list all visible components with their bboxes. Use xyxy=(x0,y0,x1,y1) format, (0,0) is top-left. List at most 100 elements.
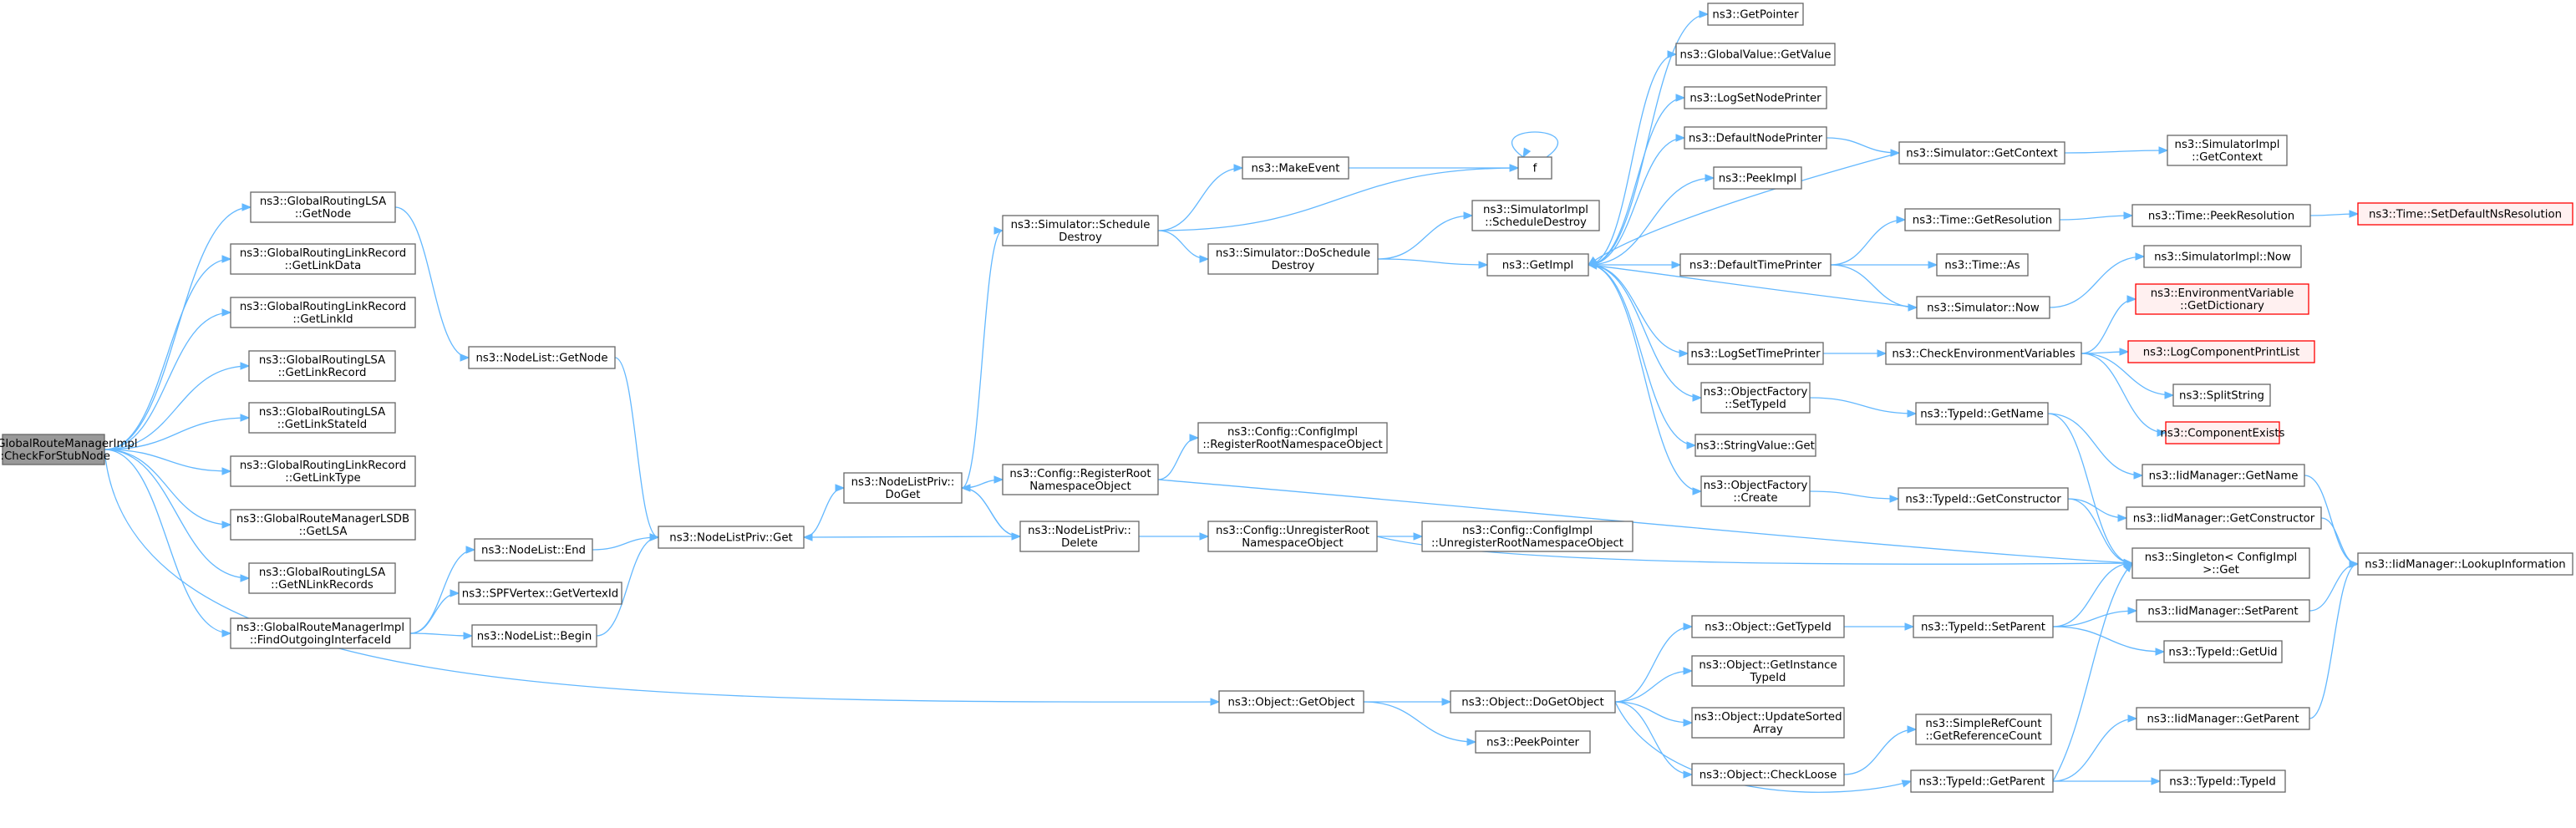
node-lr-getlinkid[interactable]: ns3::GlobalRoutingLinkRecord::GetLinkId xyxy=(230,297,416,328)
node-lr-getlinkdata[interactable]: ns3::GlobalRoutingLinkRecord::GetLinkDat… xyxy=(230,243,416,275)
node-label: Destroy xyxy=(1059,231,1102,244)
node-label: ns3::IidManager::LookupInformation xyxy=(2365,559,2565,571)
node-label: ns3::Simulator::DoSchedule xyxy=(1216,247,1370,260)
node-iid-getname[interactable]: ns3::IidManager::GetName xyxy=(2142,464,2305,487)
node-sim-scheduledestroy[interactable]: ns3::Simulator::ScheduleDestroy xyxy=(1002,215,1159,246)
node-envvar-getdict[interactable]: ns3::EnvironmentVariable::GetDictionary xyxy=(2135,283,2309,315)
node-label: ::GetContext xyxy=(2192,151,2263,164)
node-typeid-getname[interactable]: ns3::TypeId::GetName xyxy=(1915,402,2049,425)
node-lr-getlinktype[interactable]: ns3::GlobalRoutingLinkRecord::GetLinkTyp… xyxy=(230,455,416,487)
node-checkenv[interactable]: ns3::CheckEnvironmentVariables xyxy=(1885,342,2082,365)
node-iid-getconstructor[interactable]: ns3::IidManager::GetConstructor xyxy=(2126,506,2322,530)
node-iid-lookupinfo[interactable]: ns3::IidManager::LookupInformation xyxy=(2357,552,2573,576)
node-getpointer[interactable]: ns3::GetPointer xyxy=(1707,3,1804,26)
call-edge-nodelist_begin-to-nlp_get xyxy=(596,533,660,637)
call-edge-findoutgoing-to-nodelist_begin xyxy=(409,632,474,640)
call-edge-nlp_get-to-nlp_doget xyxy=(803,484,846,538)
call-edge-object_checkloose-to-simplerefcount xyxy=(1843,725,1918,775)
node-f[interactable]: f xyxy=(1517,156,1552,180)
node-label: ns3::GlobalRouteManagerImpl xyxy=(236,622,404,634)
node-nlp-get[interactable]: ns3::NodeListPriv::Get xyxy=(658,526,805,549)
node-label: TypeId xyxy=(1750,672,1786,684)
call-edge-f-to-f xyxy=(1511,131,1559,159)
node-lsa-getlinkstateid[interactable]: ns3::GlobalRoutingLSA::GetLinkStateId xyxy=(248,402,396,434)
node-sim-now[interactable]: ns3::Simulator::Now xyxy=(1916,296,2050,319)
node-cfg-registerroot[interactable]: ns3::Config::RegisterRootNamespaceObject xyxy=(1002,464,1159,495)
node-root[interactable]: ns3::GlobalRouteManagerImpl::CheckForStu… xyxy=(0,434,138,465)
node-object-checkloose[interactable]: ns3::Object::CheckLoose xyxy=(1691,763,1845,786)
node-of-create[interactable]: ns3::ObjectFactory::Create xyxy=(1700,475,1811,507)
node-makeevent[interactable]: ns3::MakeEvent xyxy=(1242,156,1349,180)
node-typeid-getparent[interactable]: ns3::TypeId::GetParent xyxy=(1910,770,2054,793)
node-of-settypeid[interactable]: ns3::ObjectFactory::SetTypeId xyxy=(1700,382,1811,414)
node-label: ns3::SimulatorImpl xyxy=(2175,139,2280,151)
node-iid-getparent[interactable]: ns3::IidManager::GetParent xyxy=(2136,707,2310,730)
node-spf-getvertexid[interactable]: ns3::SPFVertex::GetVertexId xyxy=(458,582,622,605)
node-lsa-getnlinkrecords[interactable]: ns3::GlobalRoutingLSA::GetNLinkRecords xyxy=(248,562,396,594)
node-peekpointer[interactable]: ns3::PeekPointer xyxy=(1475,730,1591,754)
node-stringvalue-get[interactable]: ns3::StringValue::Get xyxy=(1694,434,1816,457)
node-singleton-get[interactable]: ns3::Singleton< ConfigImpl >::Get xyxy=(2131,547,2310,579)
node-label: ns3::GlobalValue::GetValue xyxy=(1680,49,1832,62)
node-nodelist-end[interactable]: ns3::NodeList::End xyxy=(474,538,593,561)
node-getimpl[interactable]: ns3::GetImpl xyxy=(1486,253,1589,277)
node-simimpl-now[interactable]: ns3::SimulatorImpl::Now xyxy=(2143,245,2302,268)
node-time-peekresolution[interactable]: ns3::Time::PeekResolution xyxy=(2131,204,2311,227)
node-label: ns3::Config::ConfigImpl xyxy=(1462,525,1593,537)
node-logcomponentprintlist[interactable]: ns3::LogComponentPrintList xyxy=(2127,340,2315,363)
call-edge-time_getresolution-to-time_peekresolution xyxy=(2059,211,2134,221)
call-edge-sim_getcontext-to-simimpl_getcontext xyxy=(2064,146,2169,155)
node-peekimpl[interactable]: ns3::PeekImpl xyxy=(1713,166,1802,190)
node-label: ns3::LogComponentPrintList xyxy=(2143,347,2300,359)
node-typeid-getuid[interactable]: ns3::TypeId::GetUid xyxy=(2163,640,2283,663)
node-lsa-getnode[interactable]: ns3::GlobalRoutingLSA::GetNode xyxy=(250,191,396,223)
node-componentexists[interactable]: ns3::ComponentExists xyxy=(2160,421,2285,444)
node-label: ::GetLinkType xyxy=(285,472,360,485)
node-object-getobject[interactable]: ns3::Object::GetObject xyxy=(1218,690,1364,714)
call-edge-getimpl-to-of_settypeid xyxy=(1588,264,1703,402)
node-label: ns3::IidManager::GetName xyxy=(2149,470,2299,483)
node-typeid-typeid[interactable]: ns3::TypeId::TypeId xyxy=(2159,770,2286,793)
node-nlp-delete[interactable]: ns3::NodeListPriv::Delete xyxy=(1019,521,1140,552)
node-splitstring[interactable]: ns3::SplitString xyxy=(2172,384,2271,407)
node-simplerefcount[interactable]: ns3::SimpleRefCount::GetReferenceCount xyxy=(1915,714,2052,745)
node-label: ns3::Simulator::GetContext xyxy=(1906,148,2057,160)
node-label: ns3::SimulatorImpl xyxy=(1483,204,1588,216)
node-logsetnodeprinter[interactable]: ns3::LogSetNodePrinter xyxy=(1684,86,1827,109)
node-label: ns3::Object::GetObject xyxy=(1227,697,1354,709)
node-object-dogetobject[interactable]: ns3::Object::DoGetObject xyxy=(1450,690,1616,714)
node-globalvalue-getvalue[interactable]: ns3::GlobalValue::GetValue xyxy=(1675,43,1836,66)
node-label: ns3::NodeListPriv::Get xyxy=(669,532,792,545)
node-label: ns3::Time::PeekResolution xyxy=(2148,211,2294,223)
node-cfg-unregisterroot[interactable]: ns3::Config::UnregisterRootNamespaceObje… xyxy=(1207,521,1378,552)
node-defaulttimeprinter[interactable]: ns3::DefaultTimePrinter xyxy=(1679,253,1832,277)
node-simimpl-scheduledestroy[interactable]: ns3::SimulatorImpl::ScheduleDestroy xyxy=(1471,200,1600,231)
node-typeid-setparent[interactable]: ns3::TypeId::SetParent xyxy=(1913,615,2054,638)
node-object-gettypeid[interactable]: ns3::Object::GetTypeId xyxy=(1691,615,1845,638)
node-iid-setparent[interactable]: ns3::IidManager::SetParent xyxy=(2136,599,2310,622)
node-lsa-getlinkrecord[interactable]: ns3::GlobalRoutingLSA::GetLinkRecord xyxy=(248,350,396,382)
node-sim-getcontext[interactable]: ns3::Simulator::GetContext xyxy=(1898,141,2065,165)
node-cfgimpl-unregisterroot[interactable]: ns3::Config::ConfigImpl::UnregisterRootN… xyxy=(1421,521,1633,552)
node-label: ns3::GlobalRoutingLinkRecord xyxy=(240,247,406,260)
node-logsettimeprinter[interactable]: ns3::LogSetTimePrinter xyxy=(1687,342,1824,365)
call-edge-sim_doscheduledestroy-to-getimpl xyxy=(1377,258,1489,269)
node-label: ns3::NodeListPriv:: xyxy=(851,476,955,489)
node-defaultnodeprinter[interactable]: ns3::DefaultNodePrinter xyxy=(1684,126,1827,150)
node-time-getresolution[interactable]: ns3::Time::GetResolution xyxy=(1904,208,2060,231)
node-simimpl-getcontext[interactable]: ns3::SimulatorImpl::GetContext xyxy=(2167,135,2288,166)
node-nlp-doget[interactable]: ns3::NodeListPriv::DoGet xyxy=(843,472,963,504)
node-time-as[interactable]: ns3::Time::As xyxy=(1936,253,2029,277)
node-label: ns3::Simulator::Schedule xyxy=(1011,219,1151,231)
node-nodelist-getnode[interactable]: ns3::NodeList::GetNode xyxy=(468,346,616,369)
node-time-setdefaultns[interactable]: ns3::Time::SetDefaultNsResolution xyxy=(2357,202,2573,226)
node-cfgimpl-registerroot[interactable]: ns3::Config::ConfigImpl::RegisterRootNam… xyxy=(1197,422,1388,454)
call-edge-iid_setparent-to-iid_lookupinfo xyxy=(2309,560,2360,612)
node-lsdb-getlsa[interactable]: ns3::GlobalRouteManagerLSDB::GetLSA xyxy=(230,509,416,541)
node-typeid-getconstructor[interactable]: ns3::TypeId::GetConstructor xyxy=(1898,487,2069,511)
node-nodelist-begin[interactable]: ns3::NodeList::Begin xyxy=(471,624,597,648)
node-findoutgoing[interactable]: ns3::GlobalRouteManagerImpl::FindOutgoin… xyxy=(230,617,411,649)
